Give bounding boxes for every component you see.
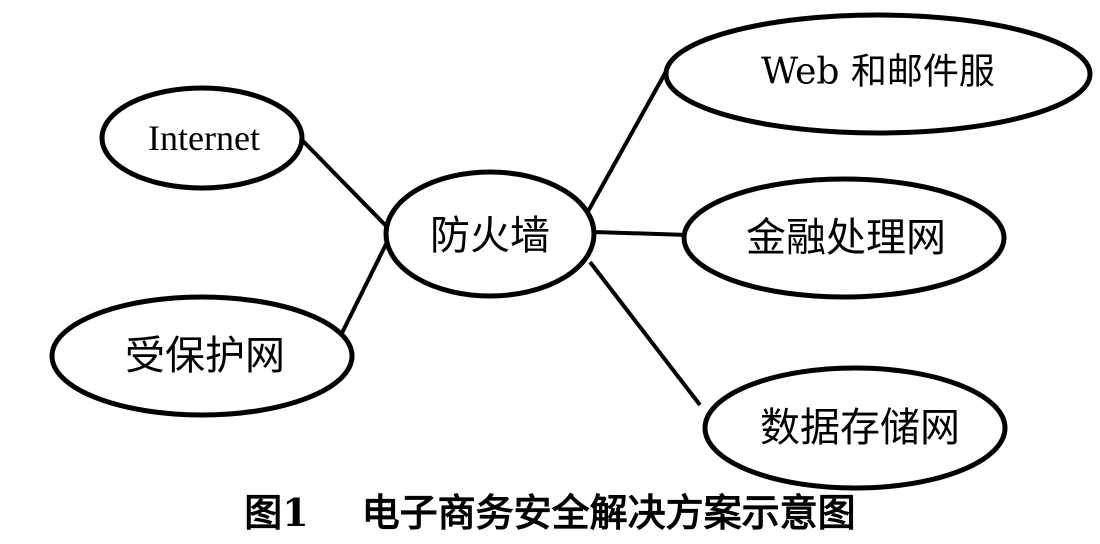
node-firewall: 防火墙 (383, 169, 597, 299)
node-web-mail-label: Web 和邮件服 (761, 52, 995, 93)
edge-firewall-storage (588, 260, 702, 407)
node-firewall-label: 防火墙 (430, 213, 550, 259)
node-finance-net-label: 金融处理网 (746, 215, 946, 261)
figure-title: 电子商务安全解决方案示意图 (361, 490, 856, 535)
edge-firewall-finance (593, 230, 689, 237)
node-storage-net: 数据存储网 (702, 365, 1008, 491)
figure-caption: 图1 电子商务安全解决方案示意图 (0, 488, 1100, 538)
edge-protected-firewall (340, 231, 394, 334)
edge-firewall-web (584, 67, 670, 216)
edge-internet-firewall (300, 138, 394, 234)
node-protected-net-label: 受保护网 (125, 333, 285, 379)
edges (300, 67, 702, 407)
node-storage-net-label: 数据存储网 (760, 405, 960, 451)
figure-number: 图1 (244, 490, 309, 535)
node-internet-label: Internet (148, 118, 260, 158)
node-protected-net: 受保护网 (49, 294, 355, 418)
node-finance-net: 金融处理网 (681, 176, 1007, 300)
node-web-mail: Web 和邮件服 (663, 12, 1093, 136)
node-internet: Internet (99, 85, 305, 191)
